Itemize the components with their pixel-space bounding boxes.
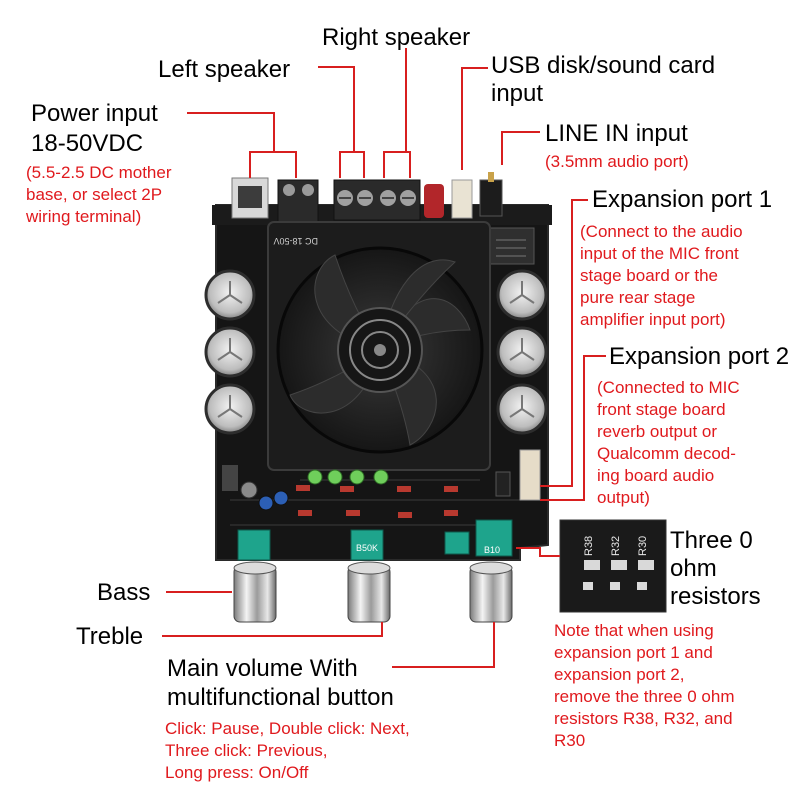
button-note-line3: Long press: On/Off	[165, 763, 309, 782]
usb-label-line1: USB disk/sound card	[491, 52, 716, 79]
power-voltage-label: 18-50VDC	[31, 130, 144, 157]
bluetooth-module	[487, 227, 535, 265]
power-note-line2: base, or select 2P	[26, 185, 163, 204]
resistors-note-line1: Note that when using	[554, 621, 714, 640]
left-speaker-label: Left speaker	[158, 56, 291, 83]
resistors-note-line2: expansion port 1 and	[554, 643, 713, 662]
resistors-note-line5: resistors R38, R32, and	[554, 709, 733, 728]
exp2-note-line4: Qualcomm decod-	[597, 444, 736, 463]
exp2-note-line3: reverb output or	[597, 422, 718, 441]
exp2-note-line5: ing board audio	[597, 466, 715, 485]
power-input-label: Power input	[31, 100, 158, 127]
resistors-label-line2: ohm	[670, 555, 717, 582]
resistors-label-line1: Three 0	[670, 527, 753, 554]
speaker-screw-terminal	[333, 179, 421, 221]
resistors-note-line3: expansion port 2,	[554, 665, 685, 684]
right-speaker-label: Right speaker	[322, 24, 471, 51]
expansion-port-1-label: Expansion port 1	[592, 186, 773, 213]
exp1-note-line2: input of the MIC front	[580, 244, 739, 263]
main-volume-label-line1: Main volume With	[167, 655, 358, 682]
r38-print: R38	[583, 536, 595, 556]
b50k-print: B50K	[356, 543, 378, 553]
power-note-line3: wiring terminal)	[26, 207, 142, 226]
line-in-jack	[479, 172, 503, 217]
r32-print: R32	[610, 536, 622, 556]
exp1-note-line4: pure rear stage	[580, 288, 696, 307]
resistors-note-line6: R30	[554, 731, 586, 750]
resistors-label-line3: resistors	[670, 583, 761, 610]
resistor-zoom-inset: R38 R32 R30	[559, 519, 667, 613]
bass-label: Bass	[97, 579, 151, 606]
power-screw-terminal	[277, 179, 319, 223]
dc-power-jack	[231, 177, 269, 219]
heatsink-fan: DC 18-50V	[267, 221, 491, 471]
button-note-line1: Click: Pause, Double click: Next,	[165, 719, 410, 738]
small-capacitors	[222, 465, 289, 511]
power-note-line1: (5.5-2.5 DC mother	[26, 163, 172, 182]
resistors-note-line4: remove the three 0 ohm	[554, 687, 735, 706]
expansion-port-2-label: Expansion port 2	[609, 343, 790, 370]
exp2-note-line6: output)	[597, 488, 650, 507]
r30-print: R30	[637, 536, 649, 556]
knobs	[233, 561, 513, 623]
line-in-note: (3.5mm audio port)	[545, 152, 689, 171]
pot-bases: B50K B10	[237, 519, 513, 561]
treble-label: Treble	[76, 623, 144, 650]
smd-resistors	[296, 485, 458, 518]
button-note-line2: Three click: Previous,	[165, 741, 328, 760]
main-volume-label-line2: multifunctional button	[167, 684, 394, 711]
usb-connector	[451, 179, 473, 219]
exp1-note-line3: stage board or the	[580, 266, 718, 285]
b10-print: B10	[484, 545, 500, 555]
leader-lines	[162, 48, 606, 668]
exp2-note-line1: (Connected to MIC	[597, 378, 740, 397]
exp1-note-line1: (Connect to the audio	[580, 222, 743, 241]
exp1-note-line5: amplifier input port)	[580, 310, 726, 329]
indicator-leds	[307, 469, 389, 485]
line-in-label: LINE IN input	[545, 120, 688, 147]
expansion-headers	[495, 449, 541, 501]
voltage-print: DC 18-50V	[273, 236, 318, 246]
usb-label-line2: input	[491, 80, 544, 107]
electrolytic-capacitors	[204, 269, 548, 435]
exp2-note-line2: front stage board	[597, 400, 726, 419]
